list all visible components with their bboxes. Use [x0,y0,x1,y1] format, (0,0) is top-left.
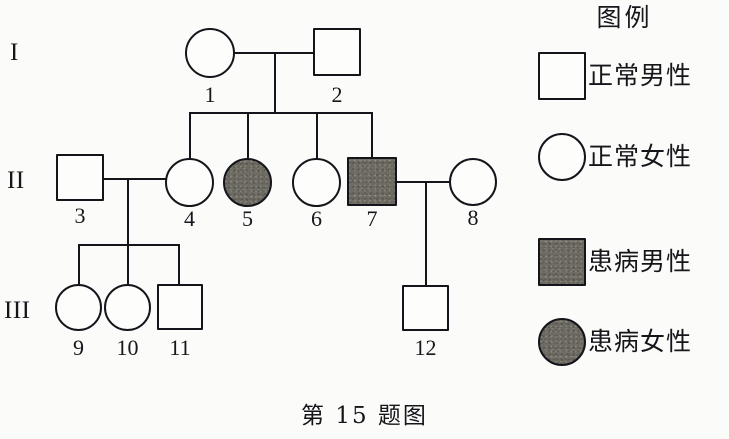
open-square-icon [538,52,586,100]
individual-5-label: 5 [242,206,253,231]
individual-6-symbol[interactable] [292,158,341,207]
individual-4-symbol[interactable] [165,158,214,207]
marriage-line-7-8 [396,181,450,184]
filled-circle-icon [538,318,586,366]
legend-label-affected-male: 患病男性 [588,247,693,276]
individual-2-symbol[interactable] [313,28,361,76]
individual-11-symbol[interactable] [157,284,203,330]
individual-12-label: 12 [414,335,437,360]
descent-line-gen1 [274,52,277,114]
generation-label-iii: III [4,297,31,324]
individual-9-label: 9 [73,335,84,360]
marriage-line-3-4 [103,178,166,181]
generation-label-ii: II [7,167,25,194]
legend-item-affected-male: 患病男性 [538,238,729,290]
individual-6-label: 6 [311,206,322,231]
sibling-drop-11 [178,244,181,284]
legend-label-normal-male: 正常男性 [588,61,693,90]
individual-3-label: 3 [74,203,86,228]
individual-8-label: 8 [467,205,479,230]
individual-5-symbol[interactable] [223,158,272,207]
legend-item-affected-female: 患病女性 [538,318,729,370]
individual-7-symbol[interactable] [347,157,397,206]
individual-11-label: 11 [169,335,191,360]
legend-label-normal-female: 正常女性 [588,142,693,171]
individual-1-symbol[interactable] [185,28,235,78]
individual-1-label: 1 [204,82,216,107]
legend-label-affected-female: 患病女性 [588,327,693,356]
individual-8-symbol[interactable] [449,158,497,206]
descent-line-7-8 [425,181,428,285]
open-circle-icon [538,133,586,181]
individual-4-label: 4 [184,206,195,231]
individual-9-symbol[interactable] [55,284,102,331]
legend-item-normal-male: 正常男性 [538,52,729,104]
descent-line-3-4 [127,178,130,246]
filled-square-icon [538,238,586,286]
generation-label-i: I [10,39,19,66]
sibling-drop-4 [189,112,192,158]
legend-item-normal-female: 正常女性 [538,133,729,185]
individual-3-symbol[interactable] [56,154,104,201]
individual-12-symbol[interactable] [402,285,449,331]
figure-caption: 第 15 题图 [301,403,428,429]
sibling-drop-7 [371,112,374,157]
sibship-bar-gen2 [189,112,373,115]
sibling-drop-9 [78,244,81,284]
individual-10-label: 10 [116,335,139,360]
legend-panel: 图例 正常男性 正常女性 患病男性 患病女性 [520,0,729,380]
individual-2-label: 2 [331,82,343,107]
individual-10-symbol[interactable] [104,284,151,331]
sibling-drop-10 [127,244,130,284]
sibling-drop-5 [247,112,250,158]
individual-7-label: 7 [366,206,378,231]
legend-title: 图例 [596,3,653,32]
sibling-drop-6 [316,112,319,158]
